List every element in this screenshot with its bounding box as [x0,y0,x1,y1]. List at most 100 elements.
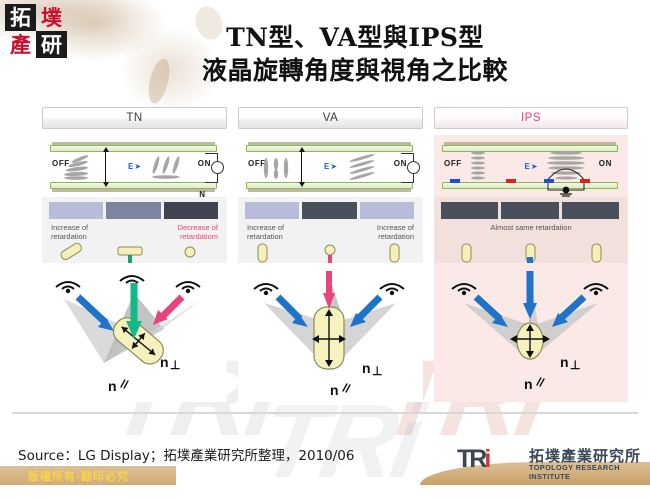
left-view-arrow [473,294,508,327]
copyright-bar: 版權所有‧翻印必究 [0,466,176,485]
right-view-arrow [153,294,185,325]
retardation-bar [561,202,619,219]
bottom-substrate [442,182,618,189]
lc-molecules-on-va [349,154,375,180]
substrate-shadow [248,142,411,145]
seal-char-4: 研 [36,31,67,58]
center-view-arrow [323,271,335,309]
on-state-label: ON [598,159,612,168]
svg-text:⊥: ⊥ [570,358,580,372]
off-state-label: OFF [248,159,266,168]
electrode-negative [544,179,554,183]
svg-text:n: n [330,382,339,398]
tri-seal-logo: 拓 墣 產 研 [5,4,67,58]
n-axis-label: N [199,190,205,199]
electrode-positive [506,179,516,183]
retardation-bar [501,202,559,219]
lc-cell-cross-section-ips: OFF ON E➤ [434,135,628,197]
copyright-text: 版權所有‧翻印必究 [28,470,129,483]
retardation-label-center: Almost same retardation [490,223,572,232]
panel-header-ips: IPS [434,107,628,129]
lc-molecules-on-tn [152,156,180,179]
panel-body-ips: OFF ON E➤ [434,135,628,402]
lc-cell-cross-section-va: OFF ON E➤ [238,135,423,197]
retardation-bar [302,202,357,219]
eye-icon-right [583,283,609,292]
eye-icon-left [451,283,477,292]
electrode-negative [450,179,460,183]
title-line-2: 液晶旋轉角度與視角之比較 [201,55,508,85]
eye-icon-left [253,283,279,292]
on-state-label: ON [197,159,211,168]
substrate-shadow [52,189,215,192]
page-title: TN型、VA型與IPS型 液晶旋轉角度與視角之比較 [120,22,590,87]
retardation-molecules-tn [60,243,196,263]
drive-circuit-icon [205,151,224,185]
svg-text:n: n [108,378,117,394]
svg-text://: // [341,381,352,397]
svg-text:n: n [560,354,569,370]
panel-body-va: OFF ON E➤ [238,135,423,402]
e-field-arrow-icon: ➤ [530,162,538,171]
left-view-arrow [275,294,308,327]
retardation-bars-ips [441,202,619,219]
substrate-shadow [248,189,411,192]
retardation-molecules-va [257,243,400,263]
svg-text://: // [119,377,130,393]
right-view-arrow [350,294,383,327]
svg-text:⊥: ⊥ [170,358,180,372]
seal-char-1: 拓 [5,4,36,31]
panel-va: VA OFF ON E➤ [238,107,423,402]
lc-molecules-off-tn [64,155,89,180]
retardation-bar [441,202,499,219]
panel-ips: IPS OFF ON E➤ [434,107,628,402]
seal-char-3: 產 [10,32,31,57]
tri-footer-logo: TRi 拓墣產業研究所 TOPOLOGY RESEARCH INSTITUTE [457,445,642,482]
cell-gap-arrow-icon [298,147,305,187]
panel-tn: TN OFF ON N E➤ [42,107,227,402]
svg-text:n: n [160,354,169,370]
off-state-label: OFF [52,159,70,168]
electric-field-label: E➤ [127,162,142,171]
substrate-shadow [444,142,616,145]
svg-text:⊥: ⊥ [372,364,382,378]
drive-circuit-icon [401,151,420,185]
bottom-substrate [50,182,217,189]
electrode-positive [580,179,590,183]
viewing-angle-diagram-tn: n ⊥ n // [42,263,227,402]
title-line-1: TN型、VA型與IPS型 [226,23,484,52]
retardation-bar [106,202,161,219]
panel-header-va: VA [238,107,423,129]
footer-divider [12,412,638,414]
svg-text:n: n [524,376,533,392]
bottom-substrate [246,182,413,189]
eye-icon-right [175,281,201,290]
eye-icon-right [379,283,405,292]
eye-icon-center [119,275,145,284]
retardation-molecules-ips [461,243,602,263]
svg-text:n: n [362,360,371,376]
electric-field-label: E➤ [524,162,538,171]
top-substrate [442,145,618,152]
on-state-label: ON [393,159,407,168]
retardation-labels-ips: Almost same retardation [441,223,621,245]
source-citation: Source：LG Display；拓墣產業研究所整理，2010/06 [18,448,355,464]
tri-logo-chinese: 拓墣產業研究所 [529,447,642,465]
electric-field-label: E➤ [323,162,338,171]
viewing-angle-diagram-ips: n ⊥ n // [434,263,628,402]
tri-logo-english: TOPOLOGY RESEARCH INSTITUTE [529,463,620,481]
svg-text://: // [535,375,546,391]
lc-molecules-off-va [263,158,289,179]
lc-cell-cross-section-tn: OFF ON N E➤ [42,135,227,199]
panel-body-tn: OFF ON N E➤ [42,135,227,402]
off-state-label: OFF [444,159,462,168]
